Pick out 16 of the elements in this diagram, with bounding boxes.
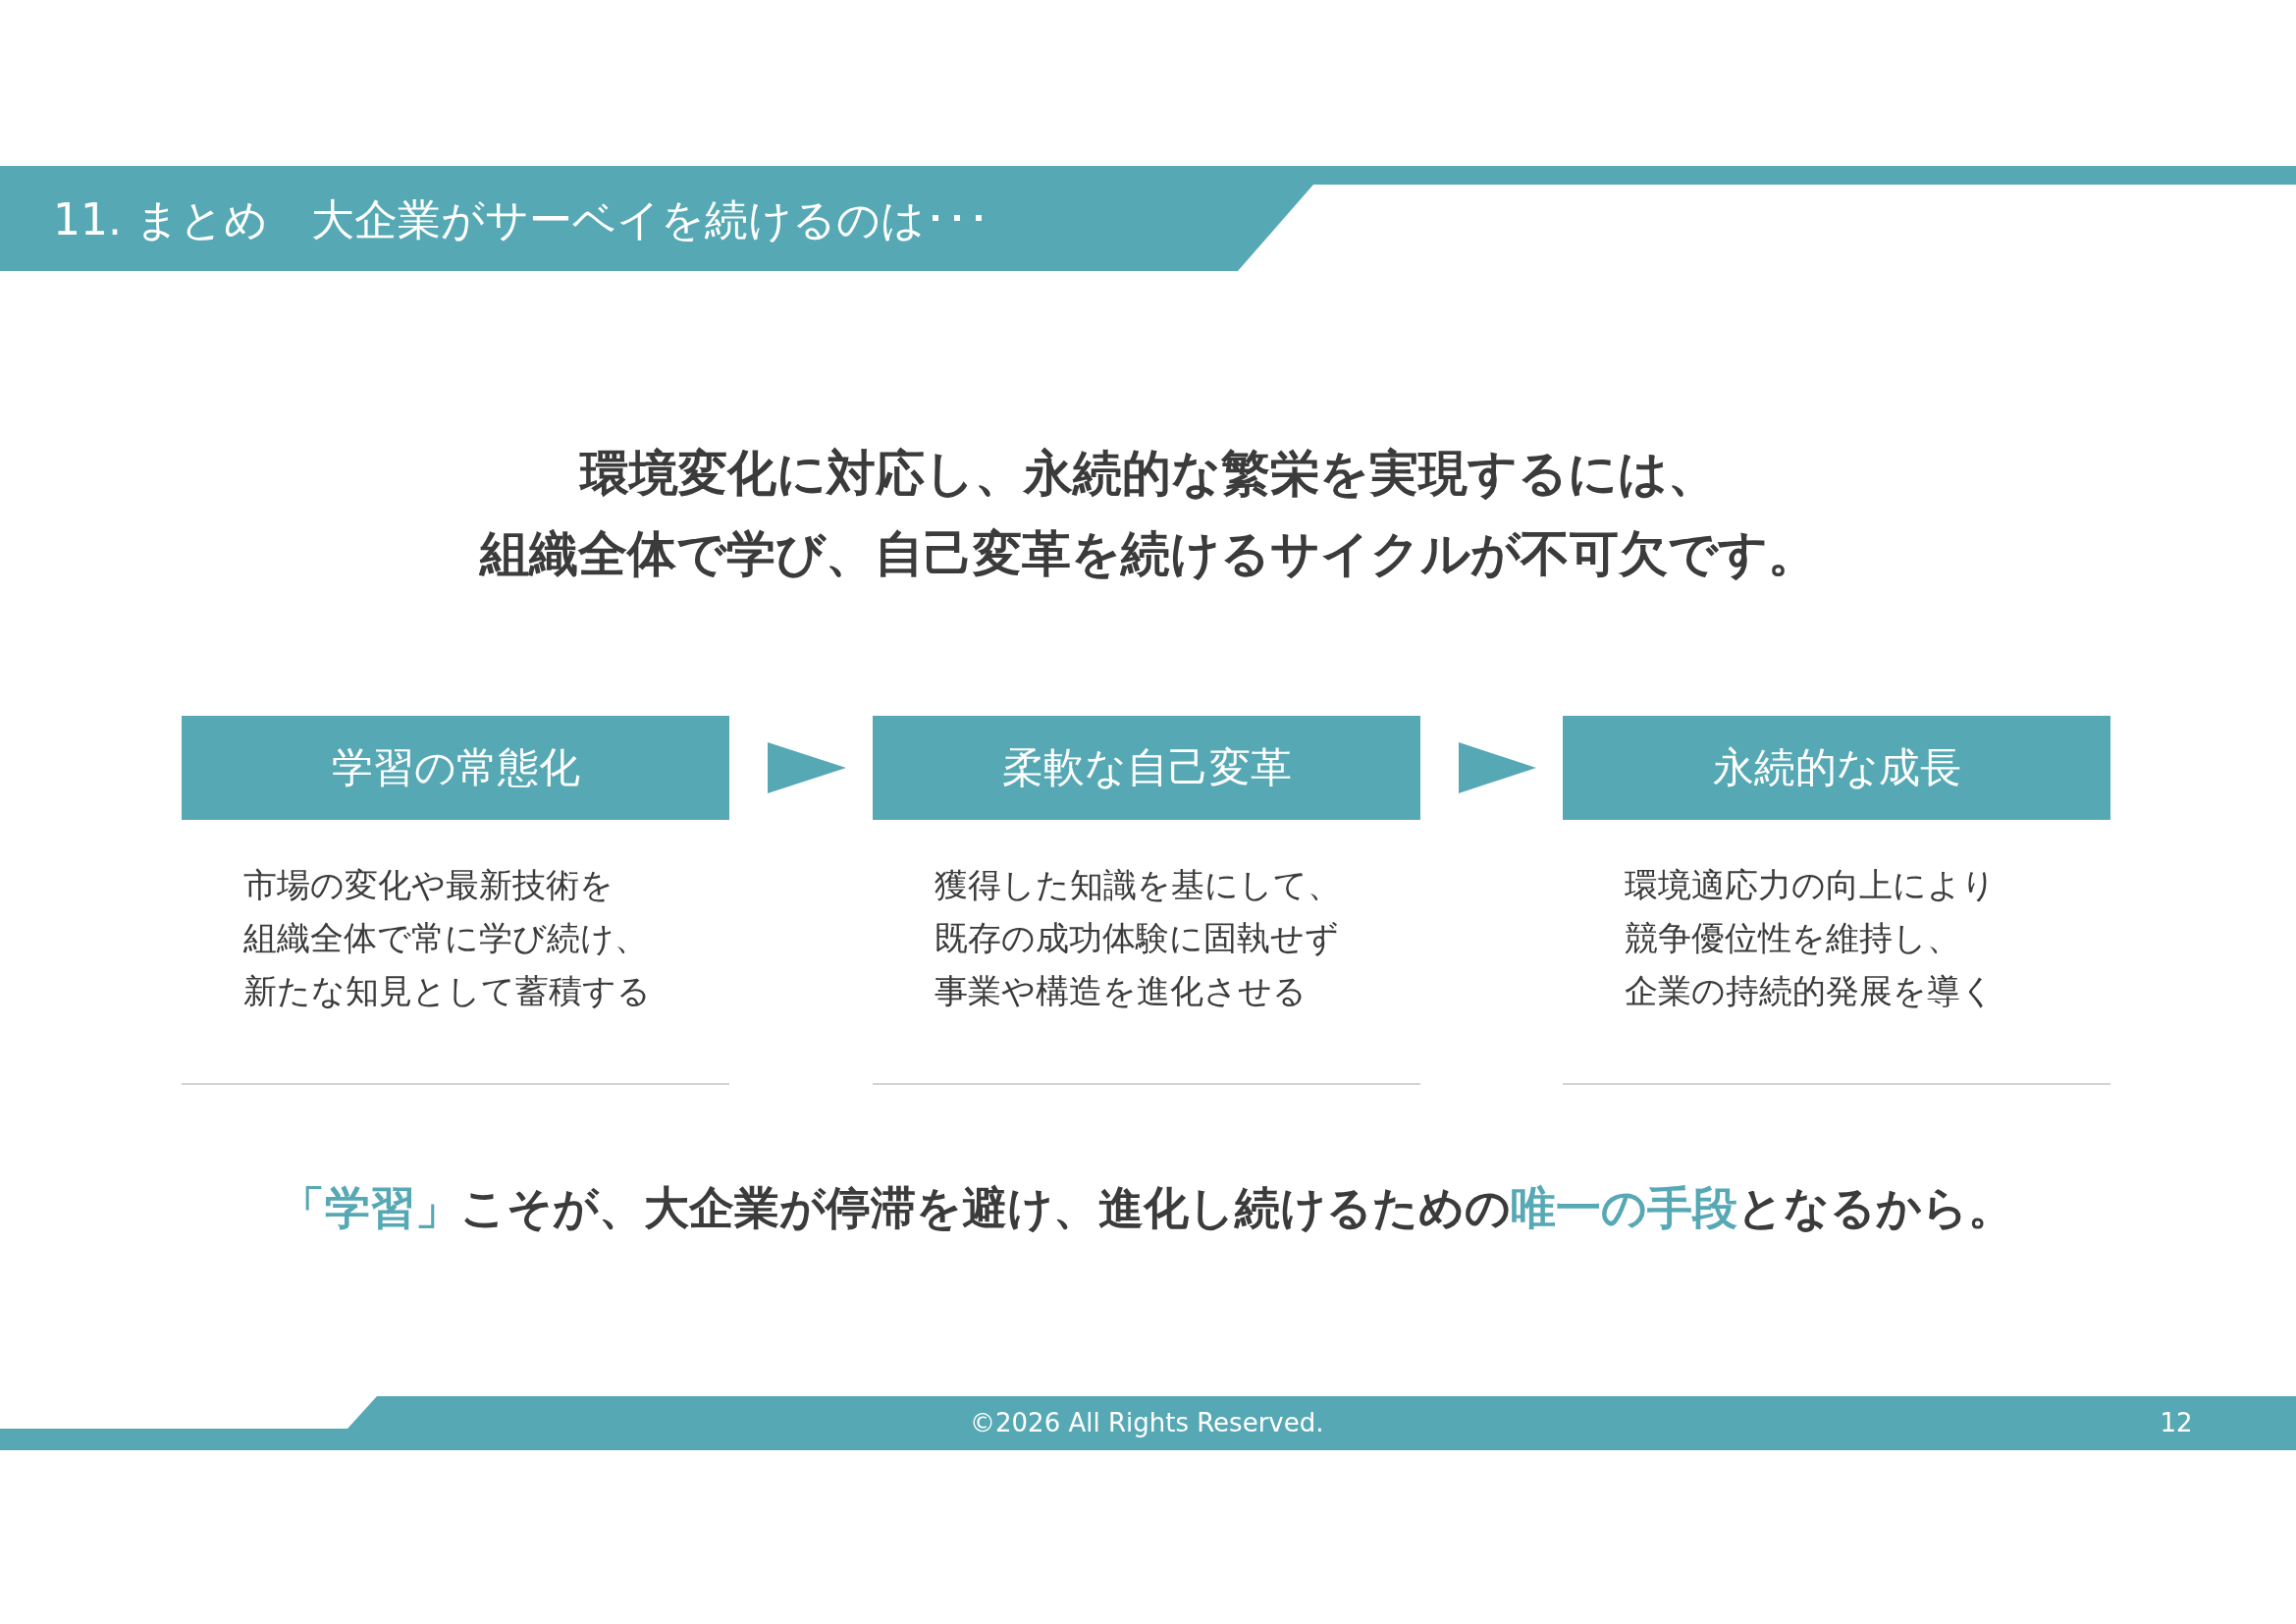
step-card: [182, 716, 729, 1085]
page-number: 12: [2160, 1406, 2193, 1438]
step-card: [873, 716, 1420, 1085]
conclusion-statement: 「学習」こそが、大企業が停滞を避け、進化し続けるための唯一の手段となるから。: [280, 1180, 2013, 1236]
lead-statement: 環境変化に対応し、永続的な繁栄を実現するには、組織全体で学び、自己変革を続けるサイクルが不可欠です。: [478, 444, 1818, 584]
arrow: [768, 742, 846, 793]
copyright-notice: ©2026 All Rights Reserved.: [970, 1406, 1324, 1438]
step-header: 永続的な成長: [1563, 716, 2110, 820]
step-card: [1563, 716, 2110, 1085]
slide-title: 11. まとめ 大企業がサーベイを続けるのは･･･: [53, 193, 989, 246]
step-description: 環境適応力の向上により競争優位性を維持し、企業の持続的発展を導く: [1625, 864, 1997, 1012]
step-header: 柔軟な自己変革: [873, 716, 1420, 820]
arrow: [1459, 742, 1536, 793]
step-description: 獲得した知識を基にして、既存の成功体験に固執せず事業や構造を進化させる: [934, 864, 1342, 1012]
step-header: 学習の常態化: [182, 716, 729, 820]
step-description: 市場の変化や最新技術を組織全体で常に学び続け、新たな知見として蓄積する: [243, 864, 652, 1012]
